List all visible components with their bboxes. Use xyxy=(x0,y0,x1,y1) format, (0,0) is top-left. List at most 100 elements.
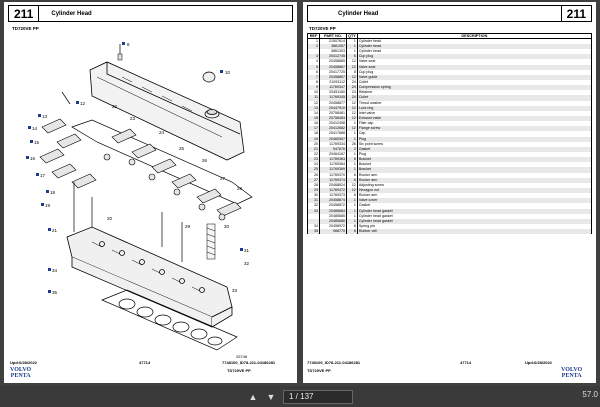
right-page: Cylinder Head 211 TD720VE PP REF PART NO… xyxy=(303,2,596,383)
chevron-down-icon[interactable]: ▼ xyxy=(266,391,276,402)
page-number-input[interactable]: 1 / 137 xyxy=(283,389,353,404)
row-description: Compression spring xyxy=(356,85,593,91)
svg-text:23: 23 xyxy=(130,116,136,121)
row-part-no: 11769369 xyxy=(319,167,347,173)
row-description: Valve seat xyxy=(356,59,593,65)
row-part-no: 11769345 xyxy=(319,95,347,101)
row-part-no: 3861303 xyxy=(319,49,347,55)
svg-text:15: 15 xyxy=(34,140,40,145)
col-description: DESCRIPTION xyxy=(356,33,593,39)
filler-cap xyxy=(202,71,216,83)
row-description: Valve seat xyxy=(356,64,593,70)
row-part-no: 20458872 xyxy=(319,203,347,209)
right-page-header: Cylinder Head 211 xyxy=(307,5,592,22)
row-part-no: 20464167 xyxy=(319,151,347,158)
svg-text:35: 35 xyxy=(52,290,58,295)
footer-model: TD720VE PP xyxy=(227,368,251,373)
row-part-no: 20758483 xyxy=(319,115,347,122)
svg-text:24: 24 xyxy=(159,130,165,135)
row-description: Rocker arm xyxy=(356,172,593,178)
svg-text:16: 16 xyxy=(30,156,36,161)
row-part-no: 20417725 xyxy=(319,69,347,75)
row-part-no: 20458867 xyxy=(319,64,347,70)
footer-doc: 7748100_ID78-211-04186281 xyxy=(222,360,276,365)
svg-text:28: 28 xyxy=(237,186,243,191)
zoom-level[interactable]: 57.0 xyxy=(582,390,598,399)
row-ref: 35 xyxy=(307,229,320,235)
svg-text:34: 34 xyxy=(52,268,58,273)
rocker-arms xyxy=(39,118,242,221)
row-part-no: 20485684 xyxy=(319,208,347,214)
row-description: Inlet valve xyxy=(356,110,593,116)
chevron-up-icon[interactable]: ▲ xyxy=(248,391,258,402)
row-part-no: 20485685 xyxy=(319,213,347,219)
svg-text:19: 19 xyxy=(45,203,51,208)
cylinder-head-block xyxy=(66,226,233,328)
cylinder-head-exploded-diagram: 8 10 12 13 14 15 16 17 18 19 20 21 22 23… xyxy=(26,42,253,351)
svg-text:14: 14 xyxy=(32,126,38,131)
row-description: Cylinder head xyxy=(356,38,593,44)
svg-text:20: 20 xyxy=(107,216,113,221)
valve-cover-gasket xyxy=(71,119,253,205)
row-description: Hexagon nut xyxy=(356,187,593,194)
row-description: Cap xyxy=(356,131,593,137)
col-part-no: PART NO. xyxy=(319,33,347,39)
section-number: 211 xyxy=(560,6,591,21)
footer-updated: Upd:6/28/2022 xyxy=(10,360,37,365)
col-qty: QTY xyxy=(346,33,358,39)
row-description: Plug xyxy=(356,151,593,158)
row-part-no: 11769364 xyxy=(319,162,347,168)
row-part-no: 20412745 xyxy=(319,54,347,60)
svg-text:17: 17 xyxy=(40,173,46,178)
row-qty: 6 xyxy=(346,229,358,235)
row-description: Collet xyxy=(356,79,593,86)
row-part-no: 20758481 xyxy=(319,110,347,116)
row-description: Bracket xyxy=(356,157,593,163)
row-description: Rocker arm xyxy=(356,193,593,199)
row-part-no: 20458877 xyxy=(319,100,347,106)
viewer-toolbar: ▲ ▼ 1 / 137 57.0 xyxy=(0,386,600,407)
row-part-no: 20451160 xyxy=(319,90,347,96)
row-part-no: 968770 xyxy=(319,229,347,235)
valve-cover xyxy=(89,61,245,161)
svg-text:18: 18 xyxy=(50,190,56,195)
row-description: Flange screw xyxy=(356,126,593,132)
row-description: Filler cap xyxy=(356,121,593,127)
svg-text:12: 12 xyxy=(80,101,86,106)
footer-updated: Upd:6/28/2022 xyxy=(525,360,552,365)
row-part-no: 20417688 xyxy=(319,131,347,137)
section-number: 211 xyxy=(9,6,40,21)
row-description: Plug xyxy=(356,136,593,142)
row-description: Cylinder head xyxy=(356,49,593,55)
row-description: Thrust washer xyxy=(356,100,593,106)
row-description: Cup plug xyxy=(356,69,593,75)
svg-text:26: 26 xyxy=(202,158,208,163)
row-description: Six point screw xyxy=(356,141,593,147)
footer-page: 47714 xyxy=(460,360,472,365)
svg-text:21: 21 xyxy=(52,228,58,233)
row-part-no: 11769334 xyxy=(319,141,347,147)
footer-doc: 7748100_ID78-211-04186281 xyxy=(307,360,361,365)
